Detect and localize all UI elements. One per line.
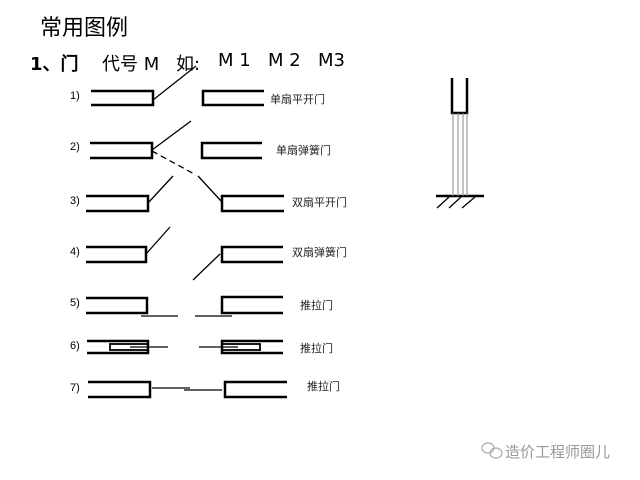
wall-right: [201, 89, 264, 107]
door-leaf: [152, 65, 197, 101]
door-leaf: [192, 253, 221, 281]
wall-right: [223, 380, 287, 399]
wall-left: [86, 194, 150, 213]
door-label: 单扇平开门: [270, 93, 325, 106]
door-leaf: [145, 226, 171, 255]
wall-right: [220, 295, 283, 315]
example-m2: M 2: [268, 50, 301, 71]
example-label: 如:: [176, 54, 201, 75]
row-number: 3): [70, 195, 80, 207]
wall-right: [220, 245, 283, 264]
wall-left: [90, 141, 154, 160]
wechat-icon: [481, 442, 503, 459]
wall-left: [86, 245, 148, 264]
swing-dashed-line: [151, 150, 197, 176]
example-m3: M3: [318, 50, 345, 71]
door-label: 单扇弹簧门: [276, 144, 331, 157]
wall-left: [88, 380, 152, 399]
row-number: 7): [70, 382, 80, 394]
wall-left: [91, 89, 155, 107]
door-label: 双扇弹簧门: [292, 246, 347, 259]
row-number: 2): [70, 141, 80, 153]
hatch: [461, 196, 476, 209]
door-leaf: [197, 175, 223, 203]
door-label: 推拉门: [300, 342, 333, 355]
door-leaf: [147, 175, 174, 204]
code-label: 代号 M: [102, 54, 160, 75]
door-label: 双扇平开门: [292, 196, 347, 209]
example-m1: M 1: [218, 50, 251, 71]
section-number: 1、门: [30, 54, 79, 75]
watermark: 造价工程师圈儿: [505, 443, 611, 461]
hatch: [448, 196, 462, 209]
door-label: 推拉门: [300, 299, 333, 312]
door-leaf: [151, 120, 192, 151]
hatch: [436, 196, 450, 209]
wall-right: [200, 141, 262, 160]
page-title: 常用图例: [40, 16, 129, 41]
wall-left: [86, 296, 149, 315]
door-label: 推拉门: [307, 380, 340, 393]
column-wall: [450, 78, 469, 115]
row-number: 6): [70, 340, 80, 352]
row-number: 5): [70, 297, 80, 309]
wall-right: [220, 194, 284, 213]
row-number: 1): [70, 90, 80, 102]
row-number: 4): [70, 246, 80, 258]
